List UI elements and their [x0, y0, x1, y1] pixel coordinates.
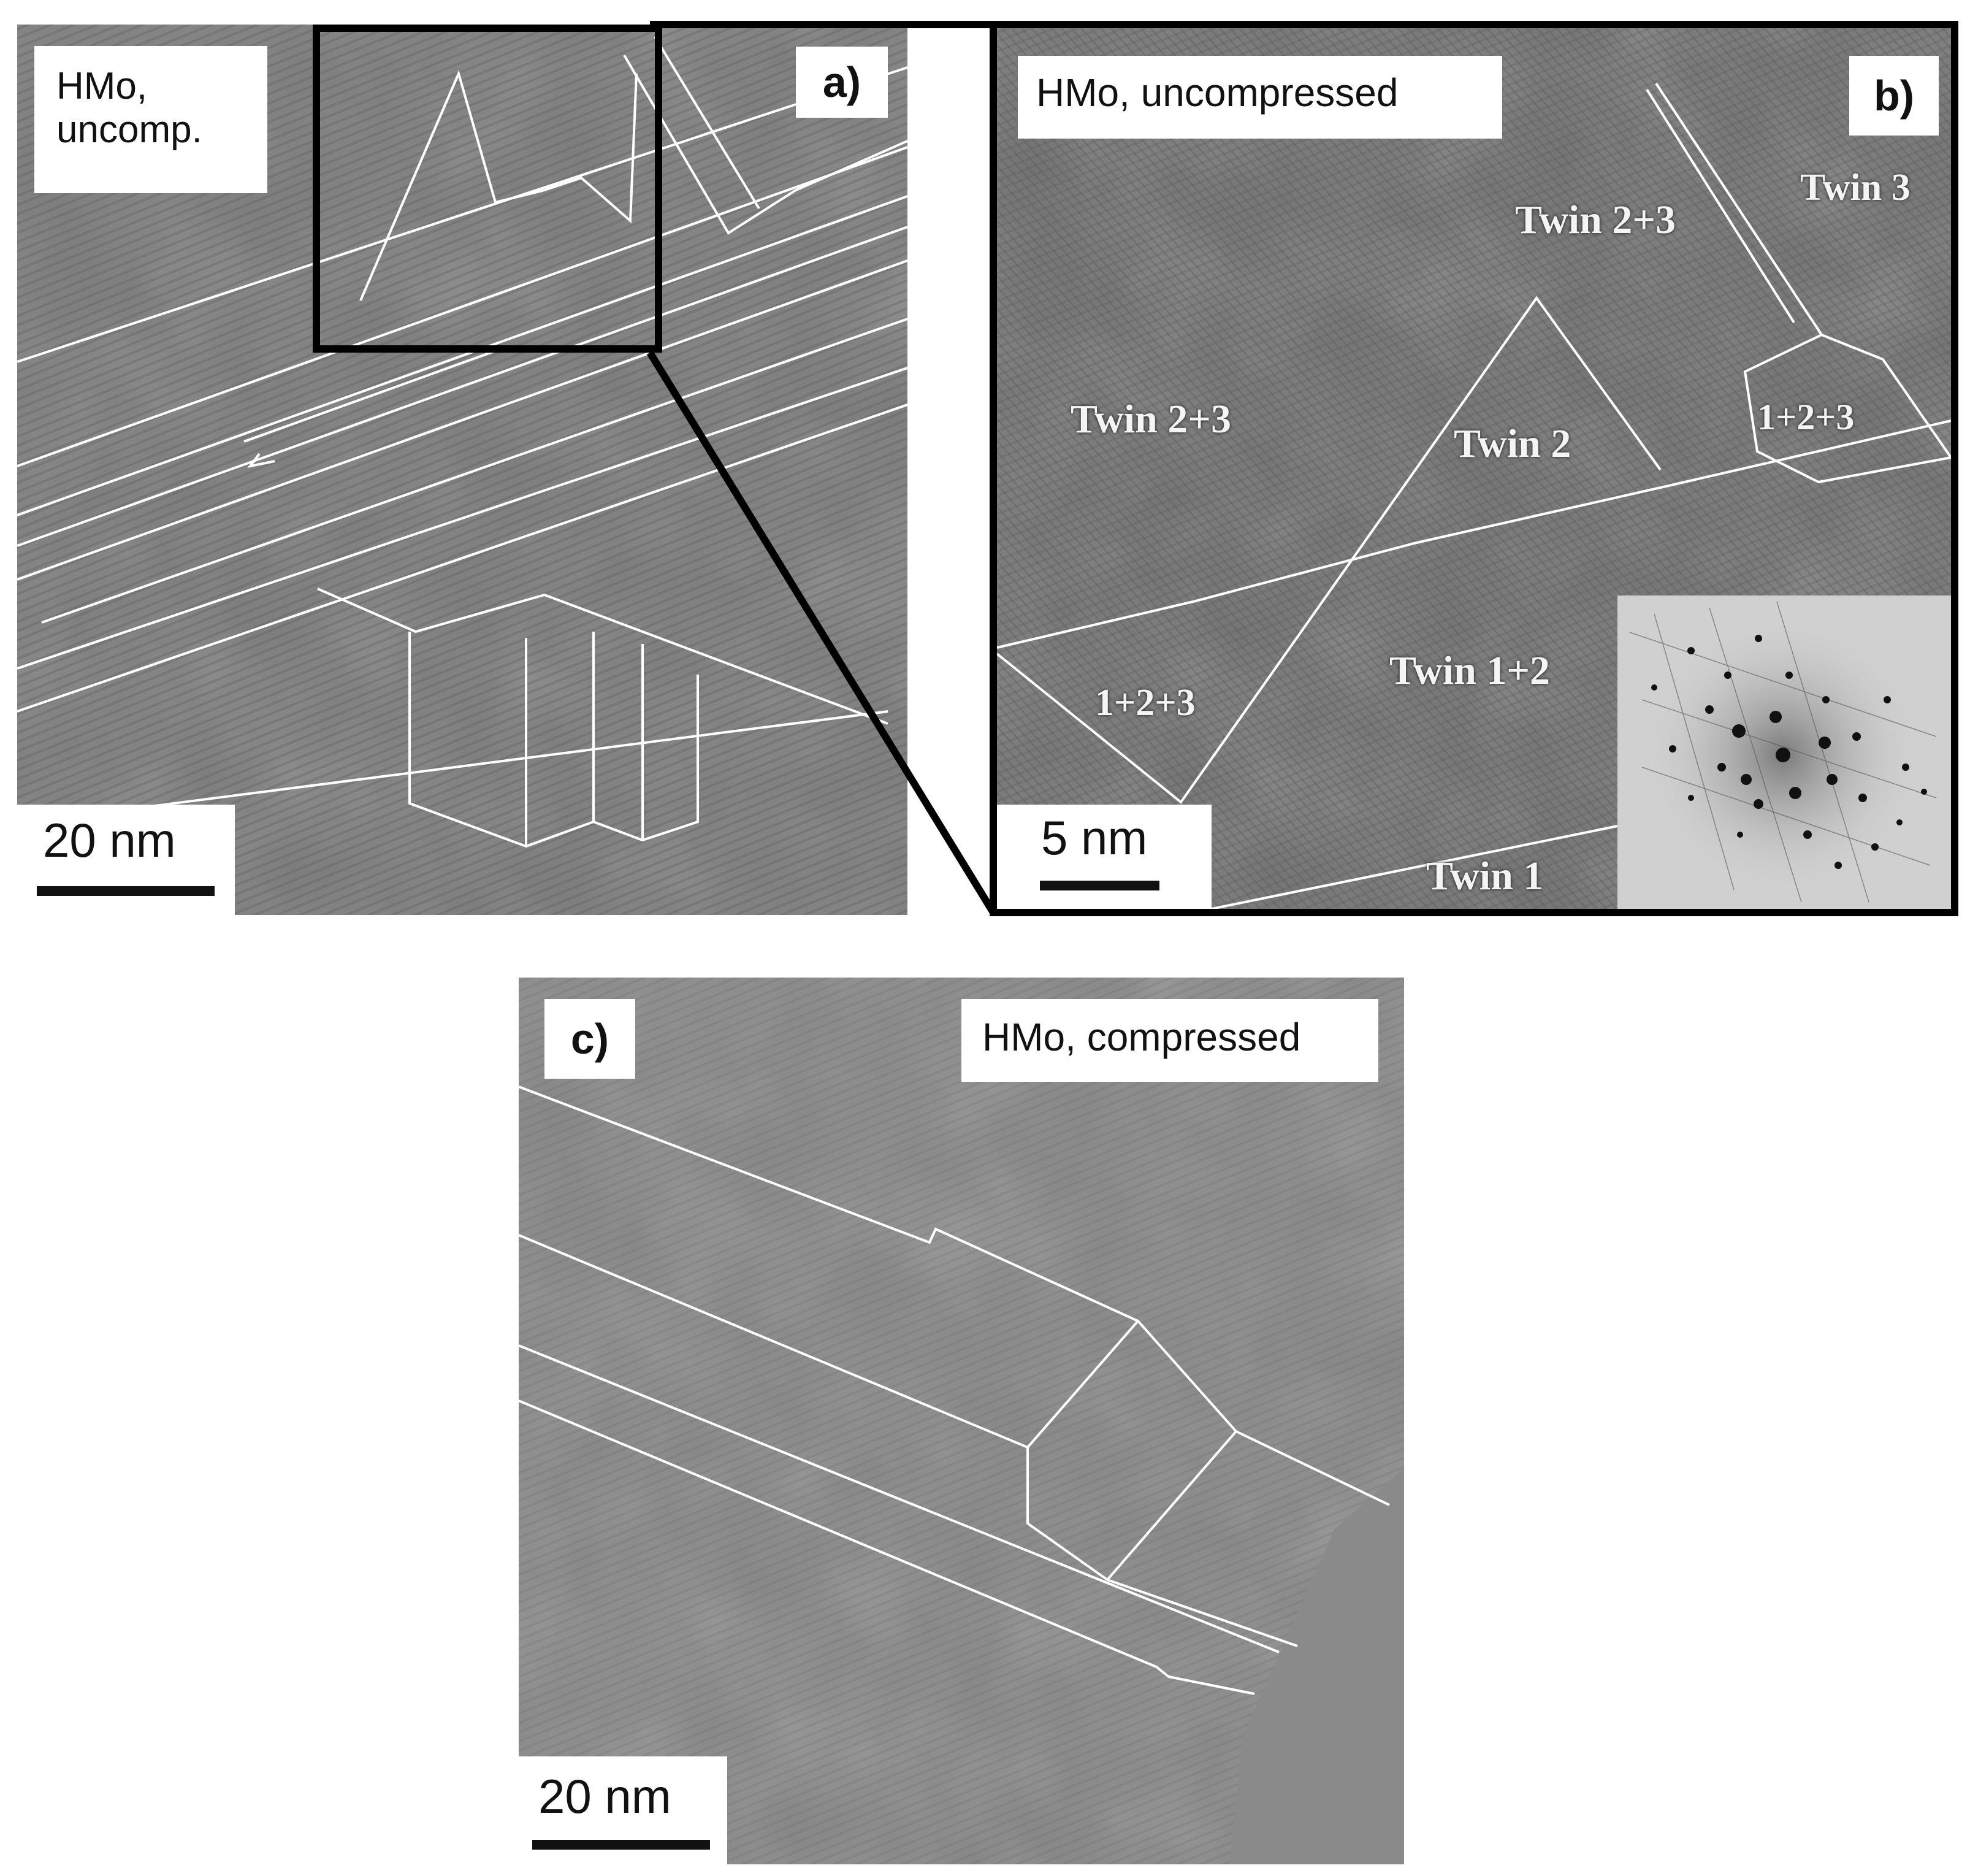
panel-b-scale-box [997, 805, 1212, 909]
panel-c-image [519, 978, 1404, 1864]
panel-c-id-label: c) [544, 999, 635, 1079]
label-region-1-2-3-right: 1+2+3 [1757, 397, 1855, 437]
panel-a-scale-label: 20 nm [43, 813, 176, 867]
panel-c-twin-boundaries [519, 1085, 1390, 1695]
zoom-connector [646, 21, 997, 915]
label-twin-1: Twin 1 [1426, 854, 1544, 898]
panel-c-scale-bar [532, 1840, 710, 1850]
label-twin-3: Twin 3 [1800, 167, 1911, 209]
fft-inset [1617, 595, 1951, 909]
label-twin-2-3-left: Twin 2+3 [1071, 397, 1231, 442]
panel-b-id-label: b) [1849, 56, 1939, 136]
panel-a-sample-label-line1: HMo, [56, 65, 148, 107]
panel-b-micrograph: HMo, uncompressed b) Twin 3 Twin 2+3 Twi… [990, 21, 1958, 916]
panel-b-scale-bar [1040, 881, 1159, 890]
label-twin-2-3-top: Twin 2+3 [1515, 197, 1676, 242]
panel-a-sample-label: HMo, uncomp. [34, 46, 267, 193]
label-region-1-2-3-left: 1+2+3 [1095, 682, 1196, 724]
fft-diffraction-pattern [1617, 595, 1951, 909]
panel-a-scale-box [17, 805, 235, 915]
panel-a-micrograph: HMo, uncomp. a) 20 nm [17, 25, 907, 915]
panel-a-twin-boundaries [17, 36, 907, 848]
panel-b-scale-label: 5 nm [1041, 811, 1148, 865]
panel-a-id-label: a) [796, 47, 888, 118]
label-twin-2: Twin 2 [1454, 421, 1571, 466]
panel-a-zoom-box [313, 25, 662, 353]
panel-b-image [997, 28, 1951, 909]
panel-b-twin-boundaries [997, 82, 1951, 909]
panel-a-image [17, 25, 907, 915]
panel-b-sample-label: HMo, uncompressed [1018, 56, 1502, 139]
panel-a-scale-bar [37, 886, 215, 896]
panel-c-sample-label: HMo, compressed [961, 999, 1378, 1082]
panel-c-micrograph: c) HMo, compressed 20 nm [519, 978, 1404, 1864]
label-twin-1-2: Twin 1+2 [1389, 648, 1550, 693]
panel-a-sample-label-line2: uncomp. [56, 109, 202, 151]
panel-c-scale-label: 20 nm [538, 1769, 671, 1823]
